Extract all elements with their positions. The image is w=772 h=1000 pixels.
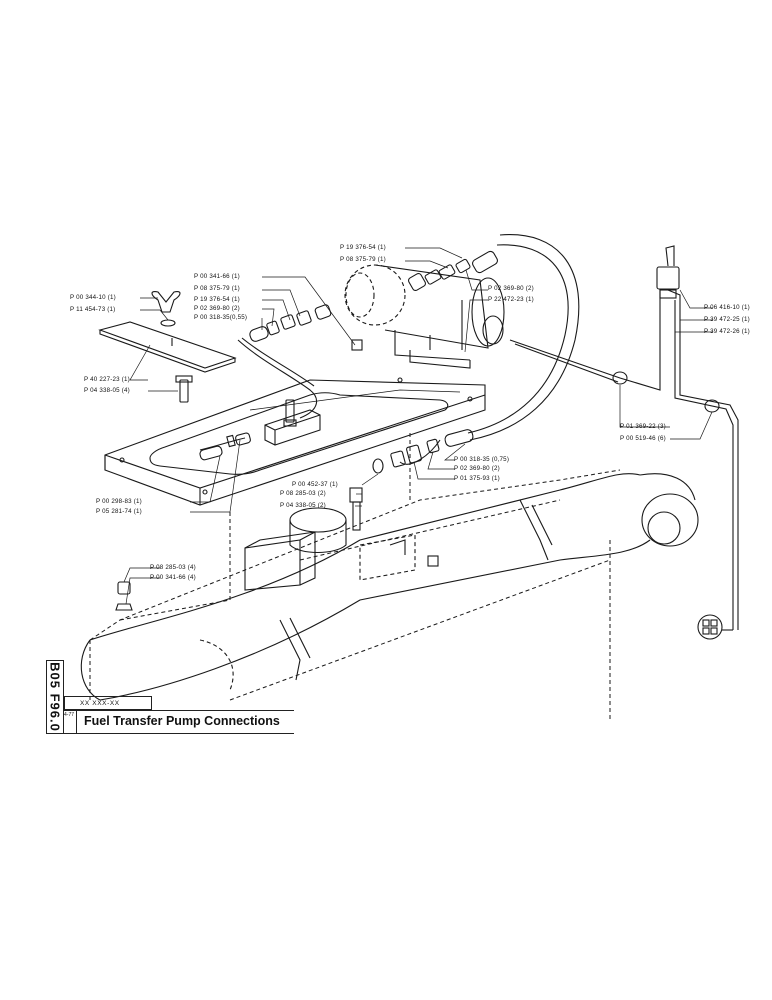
leader-lines bbox=[123, 247, 713, 605]
title-box bbox=[64, 710, 294, 734]
part-label: P 08 285-03 (2) bbox=[280, 490, 326, 497]
part-label: P 19 376-54 (1) bbox=[340, 244, 386, 251]
part-label: P 02 369-80 (2) bbox=[194, 305, 240, 312]
electric-cable bbox=[509, 245, 739, 640]
part-label: P 00 341-66 (4) bbox=[150, 574, 196, 581]
plate-fittings bbox=[175, 375, 297, 461]
mini-number: 4-77 bbox=[64, 712, 75, 718]
title-separator bbox=[76, 710, 77, 734]
small-code: XX XXX-XX bbox=[80, 700, 120, 707]
part-label: P 08 375-79 (1) bbox=[194, 285, 240, 292]
sheet-code: B05 F96.0 bbox=[46, 660, 64, 734]
part-label: P 02 369-80 (2) bbox=[488, 285, 534, 292]
right-fittings bbox=[115, 429, 474, 611]
part-label: P 01 369-22 (3) bbox=[620, 423, 666, 430]
part-label: P 00 298-83 (1) bbox=[96, 498, 142, 505]
part-label: P 08 375-79 (1) bbox=[340, 256, 386, 263]
part-label: P 04 338-05 (4) bbox=[84, 387, 130, 394]
sheet-code-box bbox=[46, 660, 64, 734]
small-code-box bbox=[64, 696, 152, 710]
part-label: P 00 519-46 (6) bbox=[620, 435, 666, 442]
part-label: P 22 472-23 (1) bbox=[488, 296, 534, 303]
sheet-code-text: B05 F96.0 bbox=[47, 662, 63, 732]
top-fittings bbox=[407, 250, 498, 292]
part-label: P 00 318-35 (0,75) bbox=[454, 456, 510, 463]
part-label: P 11 454-73 (1) bbox=[70, 306, 116, 313]
part-label: P 08 285-03 (4) bbox=[150, 564, 196, 571]
part-label: P 39 472-25 (1) bbox=[704, 316, 750, 323]
part-label: P 39 472-26 (1) bbox=[704, 328, 750, 335]
part-label: P 19 376-54 (1) bbox=[194, 296, 240, 303]
part-label: P 00 318-35(0,55) bbox=[194, 314, 248, 321]
part-label: P 02 369-80 (2) bbox=[454, 465, 500, 472]
fuel-pump bbox=[344, 264, 505, 369]
part-label: P 05 281-74 (1) bbox=[96, 508, 142, 515]
part-label: P 00 452-37 (1) bbox=[292, 481, 338, 488]
part-label: P 06 416-10 (1) bbox=[704, 304, 750, 311]
part-label: P 04 338-05 (2) bbox=[280, 502, 326, 509]
part-label: P 00 341-66 (1) bbox=[194, 273, 240, 280]
part-label: P 40 227-23 (1) bbox=[84, 376, 130, 383]
pump-bracket bbox=[264, 409, 321, 446]
tank-box bbox=[244, 507, 439, 591]
exhaust-pipe bbox=[80, 473, 699, 701]
left-fittings bbox=[151, 291, 363, 351]
mounting-plate bbox=[104, 377, 486, 506]
cover-strip bbox=[98, 321, 237, 373]
part-label: P 01 375-93 (1) bbox=[454, 475, 500, 482]
part-label: P 00 344-10 (1) bbox=[70, 294, 116, 301]
page-title: Fuel Transfer Pump Connections bbox=[84, 714, 280, 728]
